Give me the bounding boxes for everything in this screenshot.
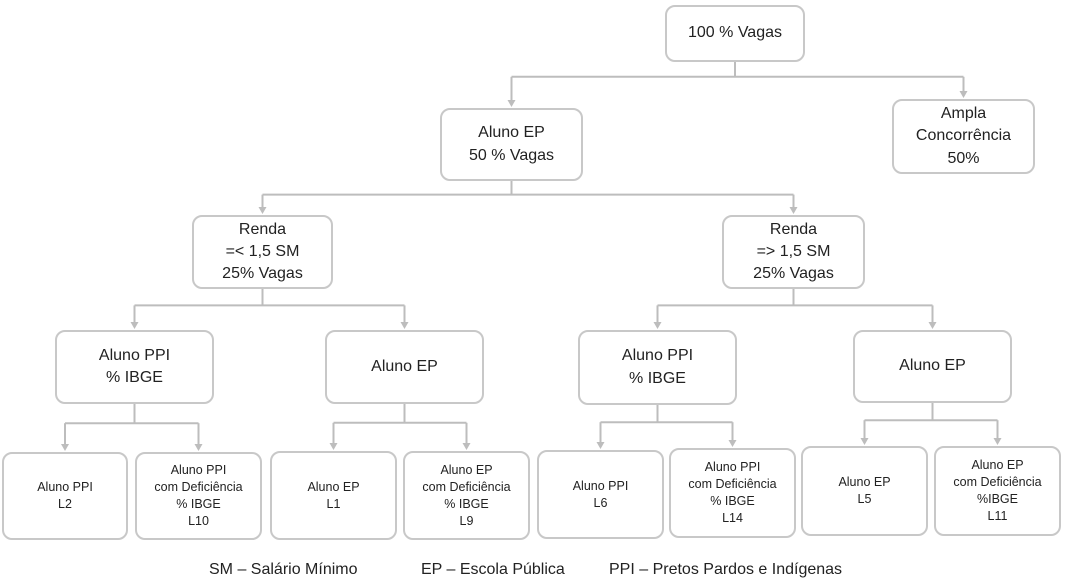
node-line: Aluno PPI bbox=[621, 347, 694, 365]
node-aluno-ep-left: Aluno EP bbox=[325, 330, 484, 404]
legend-ppi: PPI – Pretos Pardos e Indígenas bbox=[609, 561, 843, 578]
node-line: L2 bbox=[58, 497, 72, 511]
node-line: %IBGE bbox=[977, 492, 1018, 506]
node-line: Aluno EP bbox=[371, 357, 438, 375]
connector-arrowhead bbox=[462, 443, 471, 450]
connector-arrowhead bbox=[258, 207, 267, 214]
connector-arrowhead bbox=[329, 443, 338, 450]
node-line: % IBGE bbox=[106, 369, 163, 386]
node-line: L1 bbox=[326, 496, 341, 511]
connector-arrowhead bbox=[928, 322, 937, 329]
node-line: L9 bbox=[459, 513, 474, 528]
legend: SM – Salário Mínimo EP – Escola Pública … bbox=[0, 559, 1066, 579]
node-renda-high: Renda => 1,5 SM 25% Vagas bbox=[722, 215, 865, 289]
node-line: => 1,5 SM bbox=[756, 242, 831, 260]
connector-arrowhead bbox=[653, 322, 662, 329]
node-aluno-ep-50: Aluno EP 50 % Vagas bbox=[440, 108, 583, 181]
leaf-l11: Aluno EP com Deficiência %IBGE L11 bbox=[934, 446, 1061, 536]
connector-arrowhead bbox=[728, 440, 737, 447]
node-line: L11 bbox=[987, 509, 1008, 523]
node-line: com Deficiência bbox=[154, 480, 243, 494]
leaf-l2: Aluno PPI L2 bbox=[2, 452, 128, 540]
node-line: % IBGE bbox=[629, 369, 686, 387]
leaf-l9: Aluno EP com Deficiência % IBGE L9 bbox=[403, 451, 530, 540]
node-aluno-ppi-right: Aluno PPI % IBGE bbox=[578, 330, 737, 405]
connector-arrowhead bbox=[194, 444, 203, 451]
connector-arrowhead bbox=[993, 438, 1002, 445]
node-line: com Deficiência bbox=[688, 477, 777, 491]
node-line: Renda bbox=[238, 220, 287, 238]
leaf-l5: Aluno EP L5 bbox=[801, 446, 928, 536]
node-line: Aluno EP bbox=[838, 475, 891, 489]
connector-arrowhead bbox=[400, 322, 409, 329]
node-aluno-ppi-left: Aluno PPI % IBGE bbox=[55, 330, 214, 404]
leaf-l6: Aluno PPI L6 bbox=[537, 450, 664, 539]
leaf-l10: Aluno PPI com Deficiência % IBGE L10 bbox=[135, 452, 262, 540]
connector-arrowhead bbox=[507, 100, 516, 107]
node-line: com Deficiência bbox=[422, 479, 511, 494]
node-line: Aluno PPI bbox=[572, 478, 629, 493]
node-line: Aluno PPI bbox=[98, 346, 171, 364]
node-line: 100 % Vagas bbox=[688, 24, 782, 42]
leaf-l14: Aluno PPI com Deficiência % IBGE L14 bbox=[669, 448, 796, 538]
node-line: 50% bbox=[947, 149, 980, 167]
connector-arrowhead bbox=[596, 442, 605, 449]
leaf-l1: Aluno EP L1 bbox=[270, 451, 397, 540]
connector-arrowhead bbox=[789, 207, 798, 214]
node-line: Aluno EP bbox=[899, 357, 966, 375]
node-line: Aluno EP bbox=[440, 462, 493, 477]
node-line: Ampla bbox=[940, 105, 987, 123]
legend-ep: EP – Escola Pública bbox=[421, 561, 565, 578]
node-line: Concorrência bbox=[915, 127, 1012, 145]
node-aluno-ep-right: Aluno EP bbox=[853, 330, 1012, 403]
node-renda-low: Renda =< 1,5 SM 25% Vagas bbox=[192, 215, 333, 289]
legend-sm: SM – Salário Mínimo bbox=[209, 561, 358, 578]
node-line: 25% Vagas bbox=[753, 265, 834, 283]
connector-arrowhead bbox=[130, 322, 139, 329]
node-line: =< 1,5 SM bbox=[225, 242, 300, 260]
node-line: 25% Vagas bbox=[222, 265, 303, 283]
node-line: Aluno PPI bbox=[704, 460, 761, 474]
node-line: L6 bbox=[593, 495, 608, 510]
node-line: % IBGE bbox=[710, 494, 755, 508]
connector-arrowhead bbox=[959, 91, 968, 98]
node-line: % IBGE bbox=[444, 496, 489, 511]
node-line: % IBGE bbox=[176, 497, 221, 511]
node-line: Aluno PPI bbox=[170, 463, 227, 477]
node-line: Aluno EP bbox=[478, 124, 545, 142]
node-line: L14 bbox=[722, 511, 743, 525]
node-line: Aluno EP bbox=[971, 458, 1024, 472]
node-line: L10 bbox=[188, 514, 209, 528]
node-line: Aluno PPI bbox=[37, 480, 93, 494]
node-line: 50 % Vagas bbox=[468, 146, 555, 164]
node-line: Aluno EP bbox=[307, 479, 360, 494]
node-line: L5 bbox=[857, 492, 872, 506]
connector-arrowhead bbox=[61, 444, 69, 451]
node-root-100-vagas: 100 % Vagas bbox=[665, 5, 805, 62]
node-line: Renda bbox=[769, 220, 818, 238]
connector-arrowhead bbox=[860, 438, 869, 445]
node-line: com Deficiência bbox=[953, 475, 1042, 489]
